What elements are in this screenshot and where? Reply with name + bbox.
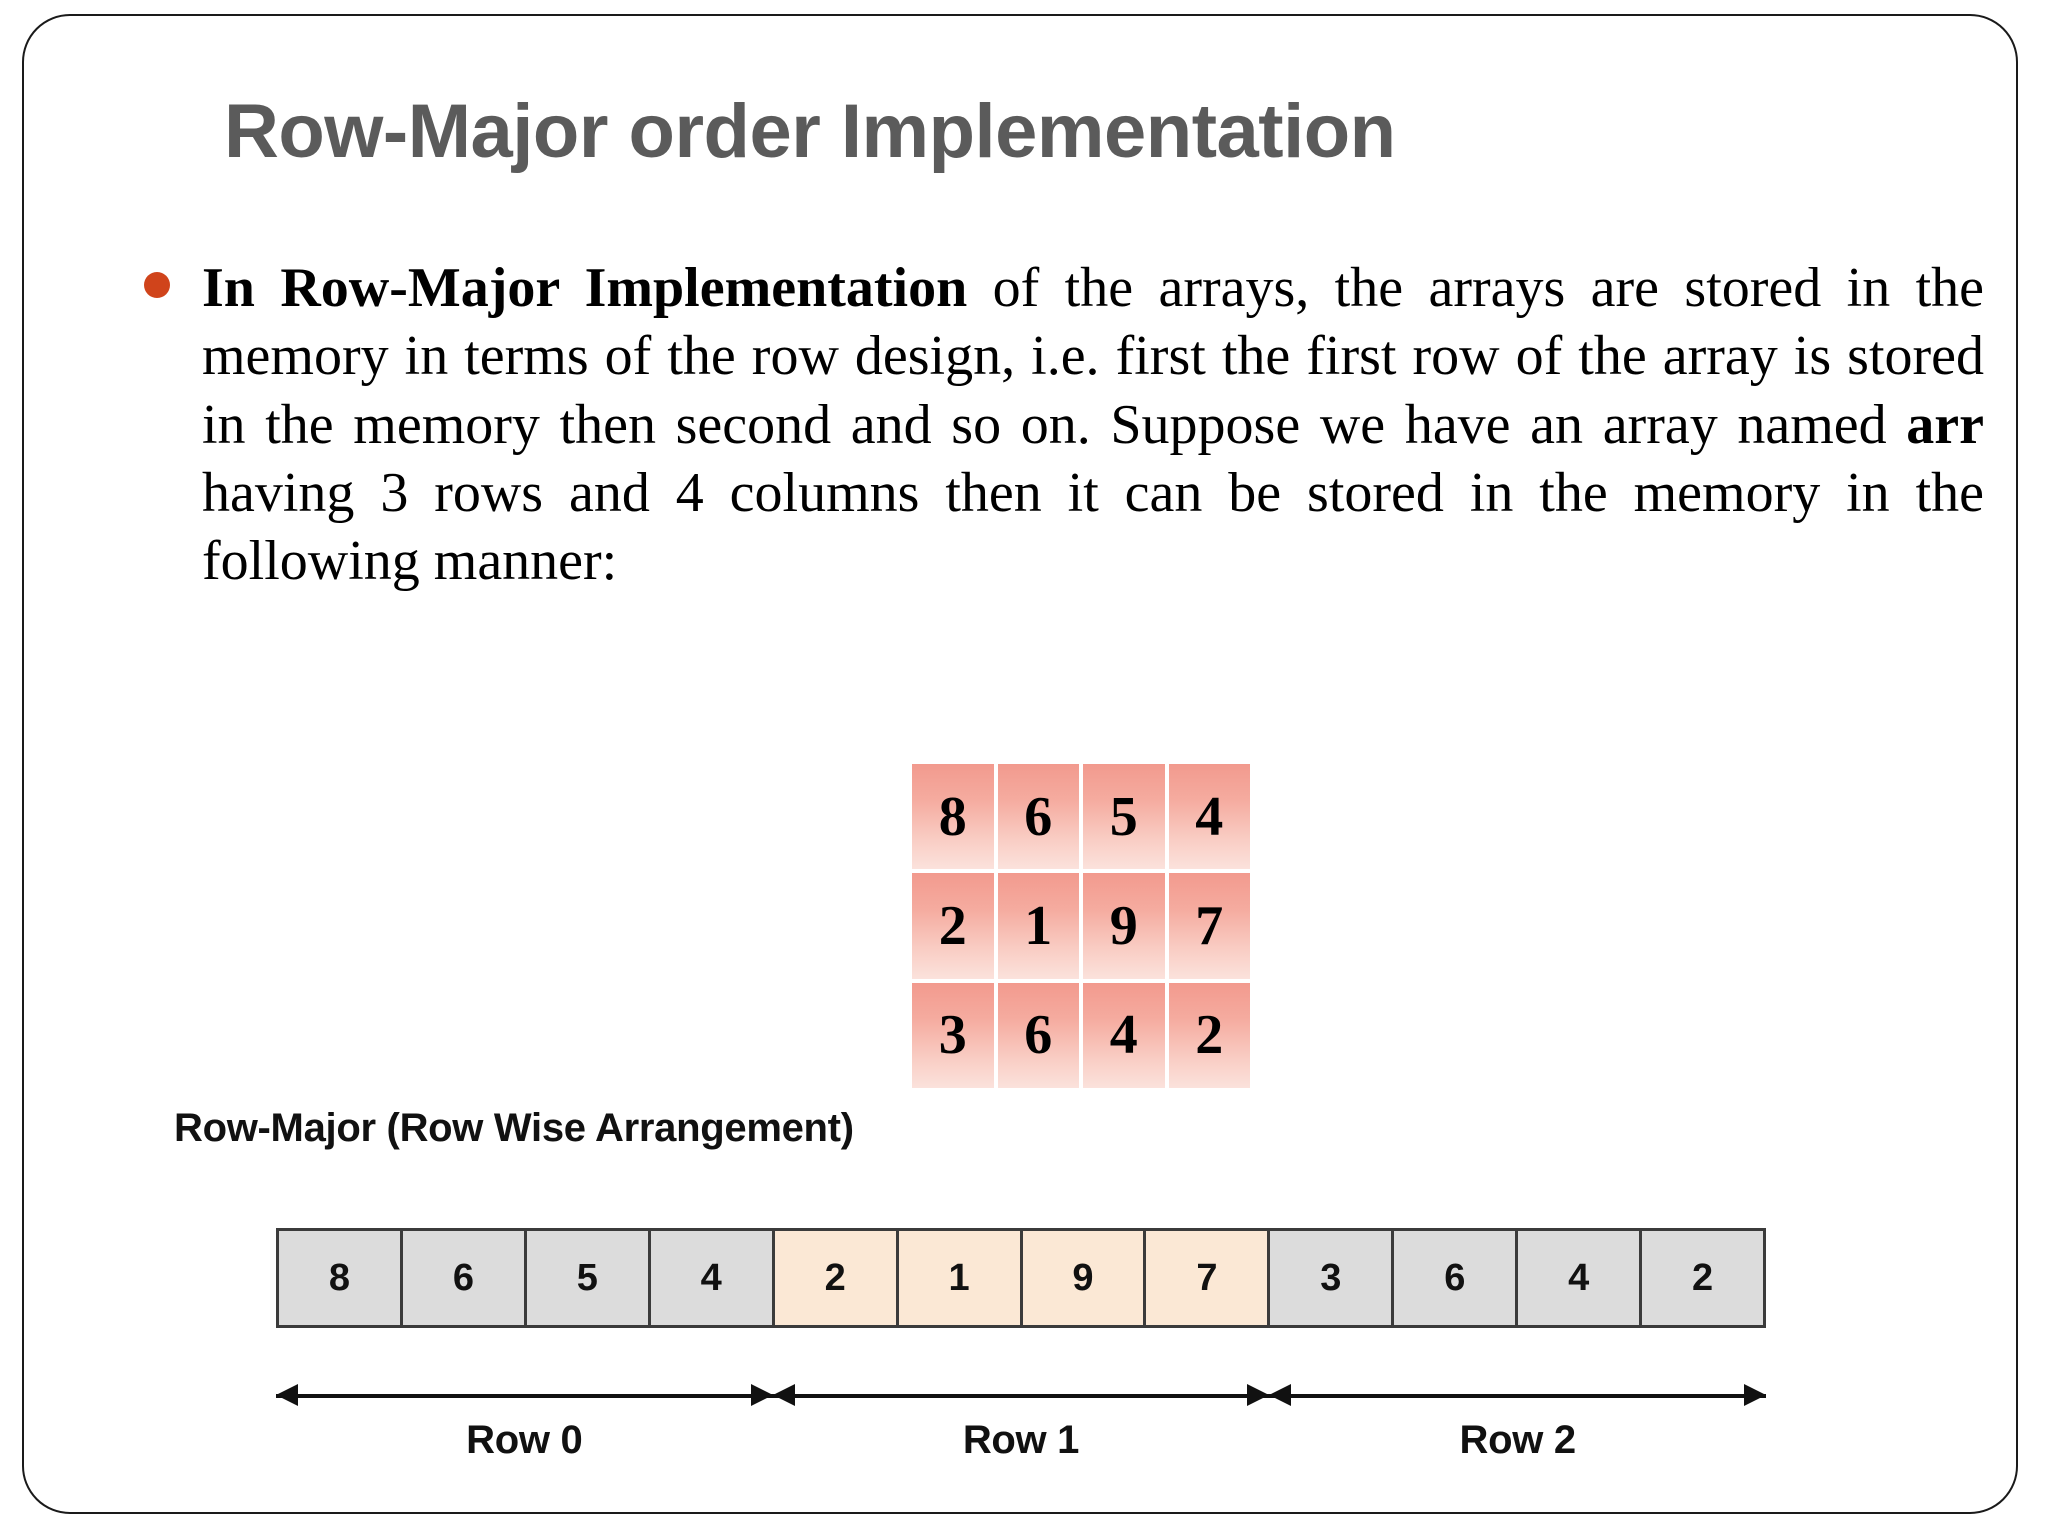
memory-cell: 6 [1391,1228,1519,1328]
body-paragraph: In Row-Major Implementation of the array… [202,254,1984,596]
body-text-run: having 3 rows and 4 columns then it can … [202,461,1984,593]
memory-cell: 2 [1639,1228,1767,1328]
matrix-cell: 9 [1083,873,1165,979]
row-span: Row 0 [276,1376,773,1496]
memory-cell: 4 [1515,1228,1643,1328]
row-span: Row 2 [1269,1376,1766,1496]
row-span-label: Row 1 [962,1418,1080,1462]
matrix-cell: 4 [1168,764,1250,870]
body-text-bold-run: arr [1906,393,1984,456]
span-line [1269,1394,1766,1398]
matrix-cell: 2 [1168,982,1250,1088]
memory-cell: 7 [1143,1228,1271,1328]
memory-cell: 1 [895,1228,1023,1328]
body-text-run: of the arrays, the arrays are stored in … [202,257,1985,456]
arrow-left-icon [276,1384,298,1406]
span-line [772,1394,1270,1398]
row-major-caption: Row-Major (Row Wise Arrangement) [174,1106,854,1150]
matrix-cell: 5 [1083,764,1165,870]
arrow-right-icon [1247,1384,1270,1406]
memory-cell: 8 [276,1228,403,1328]
arrow-right-icon [750,1384,773,1406]
matrix-cell: 4 [1083,982,1165,1088]
body-text-bold-run: In Row-Major Implementation [202,257,968,319]
matrix-cell: 7 [1168,873,1250,979]
arrow-left-icon [772,1384,795,1406]
bullet-dot-icon [144,272,170,298]
arrow-left-icon [1269,1384,1292,1406]
row-span-label: Row 0 [466,1418,583,1462]
matrix-cell: 3 [912,982,994,1088]
arrow-right-icon [1743,1384,1766,1406]
matrix-cell: 2 [912,873,994,979]
slide-frame: Row-Major order Implementation In Row-Ma… [22,14,2018,1514]
memory-cell: 4 [647,1228,775,1328]
page-title: Row-Major order Implementation [224,89,1396,174]
matrix-cell: 8 [912,764,994,870]
memory-cell: 2 [771,1228,899,1328]
memory-cell: 9 [1019,1228,1147,1328]
row-span: Row 1 [772,1376,1270,1496]
matrix-cell: 6 [997,764,1079,870]
bullet-paragraph-block: In Row-Major Implementation of the array… [124,254,1984,596]
row-span-arrows: Row 0 Row 1 Row 2 [276,1376,1766,1496]
memory-cell: 5 [523,1228,651,1328]
matrix-cell: 6 [997,982,1079,1088]
memory-cell: 6 [399,1228,527,1328]
memory-cell: 3 [1267,1228,1395,1328]
span-line [276,1394,773,1398]
matrix-cell: 1 [997,873,1079,979]
row-span-label: Row 2 [1459,1418,1577,1462]
